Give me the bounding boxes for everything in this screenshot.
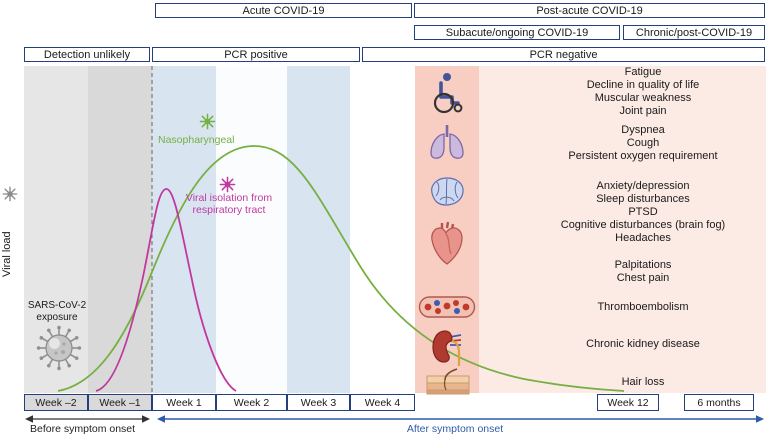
symptom-item: Muscular weakness: [594, 92, 692, 104]
symptom-group-neuropsychiatric: Anxiety/depression Sleep disturbances PT…: [520, 180, 766, 245]
symptom-item: Chest pain: [616, 272, 670, 284]
before-symptom-onset-label: Before symptom onset: [30, 423, 136, 435]
viral-isolation-label-line1: Viral isolation from: [185, 192, 273, 204]
week-2-label: Week 2: [233, 396, 270, 409]
week-minus-1-label: Week –1: [99, 396, 141, 409]
nasopharyngeal-curve-label: Nasopharyngeal: [158, 134, 235, 146]
symptom-item: Palpitations: [614, 259, 672, 271]
symptom-item: Joint pain: [619, 105, 667, 117]
pink-virus-particle-icon: [219, 176, 236, 193]
phase-bar-subacute-label: Subacute/ongoing COVID-19: [445, 26, 589, 39]
symptom-group-renal: Chronic kidney disease: [520, 338, 766, 351]
detection-bar-pcr-positive: PCR positive: [152, 47, 360, 62]
week-3-box: Week 3: [287, 394, 350, 411]
pcr-negative-label: PCR negative: [529, 48, 598, 61]
heart-icon: [426, 220, 470, 273]
pcr-positive-label: PCR positive: [224, 48, 288, 61]
green-virus-particle-icon: [199, 113, 216, 130]
column-week-2: [216, 66, 287, 393]
symptom-item: PTSD: [628, 206, 658, 218]
symptom-item: Decline in quality of life: [586, 79, 700, 91]
column-week-minus-1: [88, 66, 152, 393]
phase-bar-acute-label: Acute COVID-19: [242, 4, 325, 17]
phase-bar-post-acute-label: Post-acute COVID-19: [536, 4, 643, 17]
brain-icon: [427, 172, 467, 217]
week-minus-1-box: Week –1: [88, 394, 152, 411]
viral-isolation-label-line2: respiratory tract: [192, 204, 266, 216]
wheelchair-icon: [427, 70, 467, 119]
week-1-label: Week 1: [166, 396, 202, 409]
symptom-group-hematologic: Thromboembolism: [520, 301, 766, 314]
symptom-item: Cough: [626, 137, 660, 149]
symptom-item: Sleep disturbances: [596, 193, 690, 205]
week-minus-2-label: Week –2: [35, 396, 77, 409]
phase-bar-chronic-label: Chronic/post-COVID-19: [635, 26, 753, 39]
six-months-label: 6 months: [697, 396, 741, 409]
sars-cov-2-virus-icon: [35, 324, 83, 372]
symptom-group-general: Fatigue Decline in quality of life Muscu…: [520, 66, 766, 118]
symptom-item: Cognitive disturbances (brain fog): [560, 219, 726, 231]
symptom-item: Fatigue: [624, 66, 662, 78]
phase-bar-acute: Acute COVID-19: [155, 3, 412, 18]
week-1-box: Week 1: [152, 394, 216, 411]
symptom-item: Chronic kidney disease: [586, 338, 700, 350]
week-minus-2-box: Week –2: [24, 394, 88, 411]
symptom-item: Dyspnea: [621, 124, 665, 136]
detection-bar-unlikely: Detection unlikely: [24, 47, 150, 62]
symptom-item: Persistent oxygen requirement: [568, 150, 718, 162]
sars-cov-2-exposure-label: SARS-CoV-2 exposure: [27, 300, 87, 323]
kidney-icon: [430, 328, 466, 373]
symptom-group-dermatologic: Hair loss: [520, 376, 766, 389]
virus-axis-icon: [2, 186, 18, 202]
detection-bar-pcr-negative: PCR negative: [362, 47, 765, 62]
y-axis-label: Viral load: [1, 231, 13, 277]
column-week-4: [350, 66, 415, 393]
after-symptom-onset-label: After symptom onset: [406, 423, 504, 435]
six-months-box: 6 months: [684, 394, 754, 411]
symptom-item: Headaches: [615, 232, 671, 244]
week-2-box: Week 2: [216, 394, 287, 411]
column-week-3: [287, 66, 350, 393]
symptom-item: Anxiety/depression: [596, 180, 690, 192]
symptom-group-cardiac: Palpitations Chest pain: [520, 259, 766, 285]
week-4-label: Week 4: [364, 396, 401, 409]
symptom-group-pulmonary: Dyspnea Cough Persistent oxygen requirem…: [520, 124, 766, 163]
symptom-item: Hair loss: [621, 376, 665, 388]
phase-bar-chronic: Chronic/post-COVID-19: [623, 25, 765, 40]
phase-bar-subacute: Subacute/ongoing COVID-19: [414, 25, 620, 40]
detection-unlikely-label: Detection unlikely: [43, 48, 131, 61]
symptom-item: Thromboembolism: [597, 301, 689, 313]
week-12-box: Week 12: [597, 394, 659, 411]
lungs-icon: [427, 122, 467, 167]
week-12-label: Week 12: [607, 396, 649, 409]
blood-vessel-icon: [418, 292, 476, 327]
phase-bar-post-acute: Post-acute COVID-19: [414, 3, 765, 18]
week-4-box: Week 4: [350, 394, 415, 411]
skin-hair-icon: [425, 366, 471, 401]
week-3-label: Week 3: [300, 396, 337, 409]
viral-isolation-curve-label: Viral isolation from respiratory tract: [181, 192, 277, 216]
